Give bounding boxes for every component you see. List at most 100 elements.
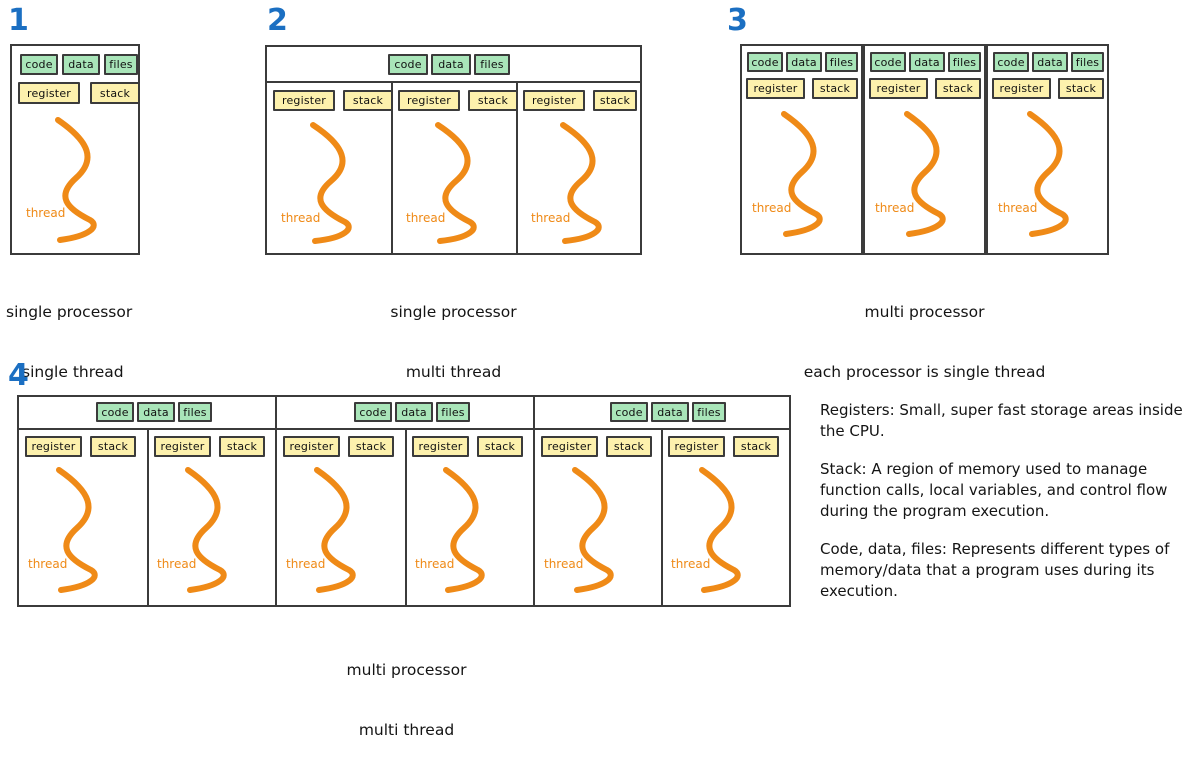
panel-number-3: 3 (727, 3, 748, 38)
thread-squiggle (438, 466, 494, 594)
thread-squiggle (694, 466, 750, 594)
panel-3-caption: multi processor each processor is single… (740, 262, 1109, 422)
thread-squiggle (776, 110, 832, 238)
thread-column-divider (516, 81, 518, 253)
chip-register: register (541, 436, 598, 457)
thread-column-divider (661, 428, 663, 605)
thread-label: thread (286, 557, 326, 571)
chip-code: code (870, 52, 906, 72)
thread-squiggle (180, 466, 236, 594)
chip-files: files (104, 54, 138, 75)
panel-2-processor-box: code data files register stack thread re… (265, 45, 642, 255)
chip-data: data (137, 402, 175, 422)
thread-squiggle (555, 121, 611, 245)
chip-stack: stack (812, 78, 858, 99)
chip-stack: stack (90, 82, 140, 104)
chip-register: register (992, 78, 1051, 99)
panel-1-caption-line1: single processor (6, 303, 133, 321)
chip-stack: stack (90, 436, 136, 457)
thread-column-divider (405, 428, 407, 605)
panel-4-caption: multi processor multi thread (275, 620, 538, 780)
thread-squiggle (305, 121, 361, 245)
panel-1-caption-line2: single thread (22, 363, 124, 381)
thread-squiggle (50, 116, 106, 244)
chip-code: code (354, 402, 392, 422)
chip-data: data (431, 54, 471, 75)
chip-data: data (651, 402, 689, 422)
chip-data: data (1032, 52, 1068, 72)
chip-register: register (869, 78, 928, 99)
chip-code: code (388, 54, 428, 75)
chip-register: register (25, 436, 82, 457)
chip-register: register (18, 82, 80, 104)
panel-4-processor-box: code data files register stack thread re… (533, 395, 791, 607)
panel-number-2: 2 (267, 3, 288, 38)
thread-label: thread (415, 557, 455, 571)
panel-3-caption-line1: multi processor (864, 303, 985, 321)
chip-data: data (786, 52, 822, 72)
thread-label: thread (26, 206, 66, 220)
chip-code: code (610, 402, 648, 422)
thread-label: thread (544, 557, 584, 571)
chip-register: register (523, 90, 585, 111)
legend-notes: Registers: Small, super fast storage are… (820, 400, 1190, 602)
note-code-data-files: Code, data, files: Represents different … (820, 540, 1170, 600)
chip-register: register (668, 436, 725, 457)
chip-code: code (747, 52, 783, 72)
panel-1-caption: single processor single thread (6, 262, 132, 422)
chip-stack: stack (348, 436, 394, 457)
chip-code: code (96, 402, 134, 422)
chip-code: code (20, 54, 58, 75)
panel-3-processor-box: code data files register stack thread (740, 44, 863, 255)
chip-stack: stack (477, 436, 523, 457)
chip-register: register (412, 436, 469, 457)
thread-label: thread (406, 211, 446, 225)
thread-squiggle (567, 466, 623, 594)
chip-stack: stack (935, 78, 981, 99)
thread-label: thread (752, 201, 792, 215)
chip-register: register (273, 90, 335, 111)
chip-register: register (398, 90, 460, 111)
chip-data: data (909, 52, 945, 72)
panel-4-processor-box: code data files register stack thread re… (275, 395, 538, 607)
panel-3-caption-line2: each processor is single thread (803, 363, 1046, 381)
diagram-canvas: 1 code data files register stack thread … (6, 3, 1190, 740)
panel-1-processor-box: code data files register stack thread (10, 44, 140, 255)
thread-squiggle (51, 466, 107, 594)
panel-4-caption-line2: multi thread (358, 721, 455, 739)
panel-2-caption-line1: single processor (390, 303, 517, 321)
thread-label: thread (531, 211, 571, 225)
chip-files: files (692, 402, 726, 422)
thread-label: thread (28, 557, 68, 571)
chip-register: register (283, 436, 340, 457)
chip-stack: stack (468, 90, 518, 111)
chip-data: data (395, 402, 433, 422)
panel-number-1: 1 (8, 3, 29, 38)
chip-files: files (474, 54, 510, 75)
thread-column-divider (391, 81, 393, 253)
chip-stack: stack (593, 90, 637, 111)
chip-stack: stack (733, 436, 779, 457)
chip-files: files (1071, 52, 1104, 72)
chip-stack: stack (1058, 78, 1104, 99)
thread-label: thread (281, 211, 321, 225)
shared-memory-divider (267, 81, 640, 83)
chip-files: files (825, 52, 858, 72)
thread-label: thread (875, 201, 915, 215)
chip-files: files (436, 402, 470, 422)
chip-stack: stack (606, 436, 652, 457)
chip-stack: stack (343, 90, 393, 111)
thread-label: thread (998, 201, 1038, 215)
thread-squiggle (899, 110, 955, 238)
panel-3-processor-box: code data files register stack thread (986, 44, 1109, 255)
chip-register: register (154, 436, 211, 457)
chip-code: code (993, 52, 1029, 72)
chip-data: data (62, 54, 100, 75)
thread-label: thread (157, 557, 197, 571)
thread-squiggle (1022, 110, 1078, 238)
panel-4-caption-line1: multi processor (346, 661, 467, 679)
thread-label: thread (671, 557, 711, 571)
panel-number-4: 4 (8, 358, 29, 393)
panel-4-processor-box: code data files register stack thread re… (17, 395, 280, 607)
thread-column-divider (147, 428, 149, 605)
